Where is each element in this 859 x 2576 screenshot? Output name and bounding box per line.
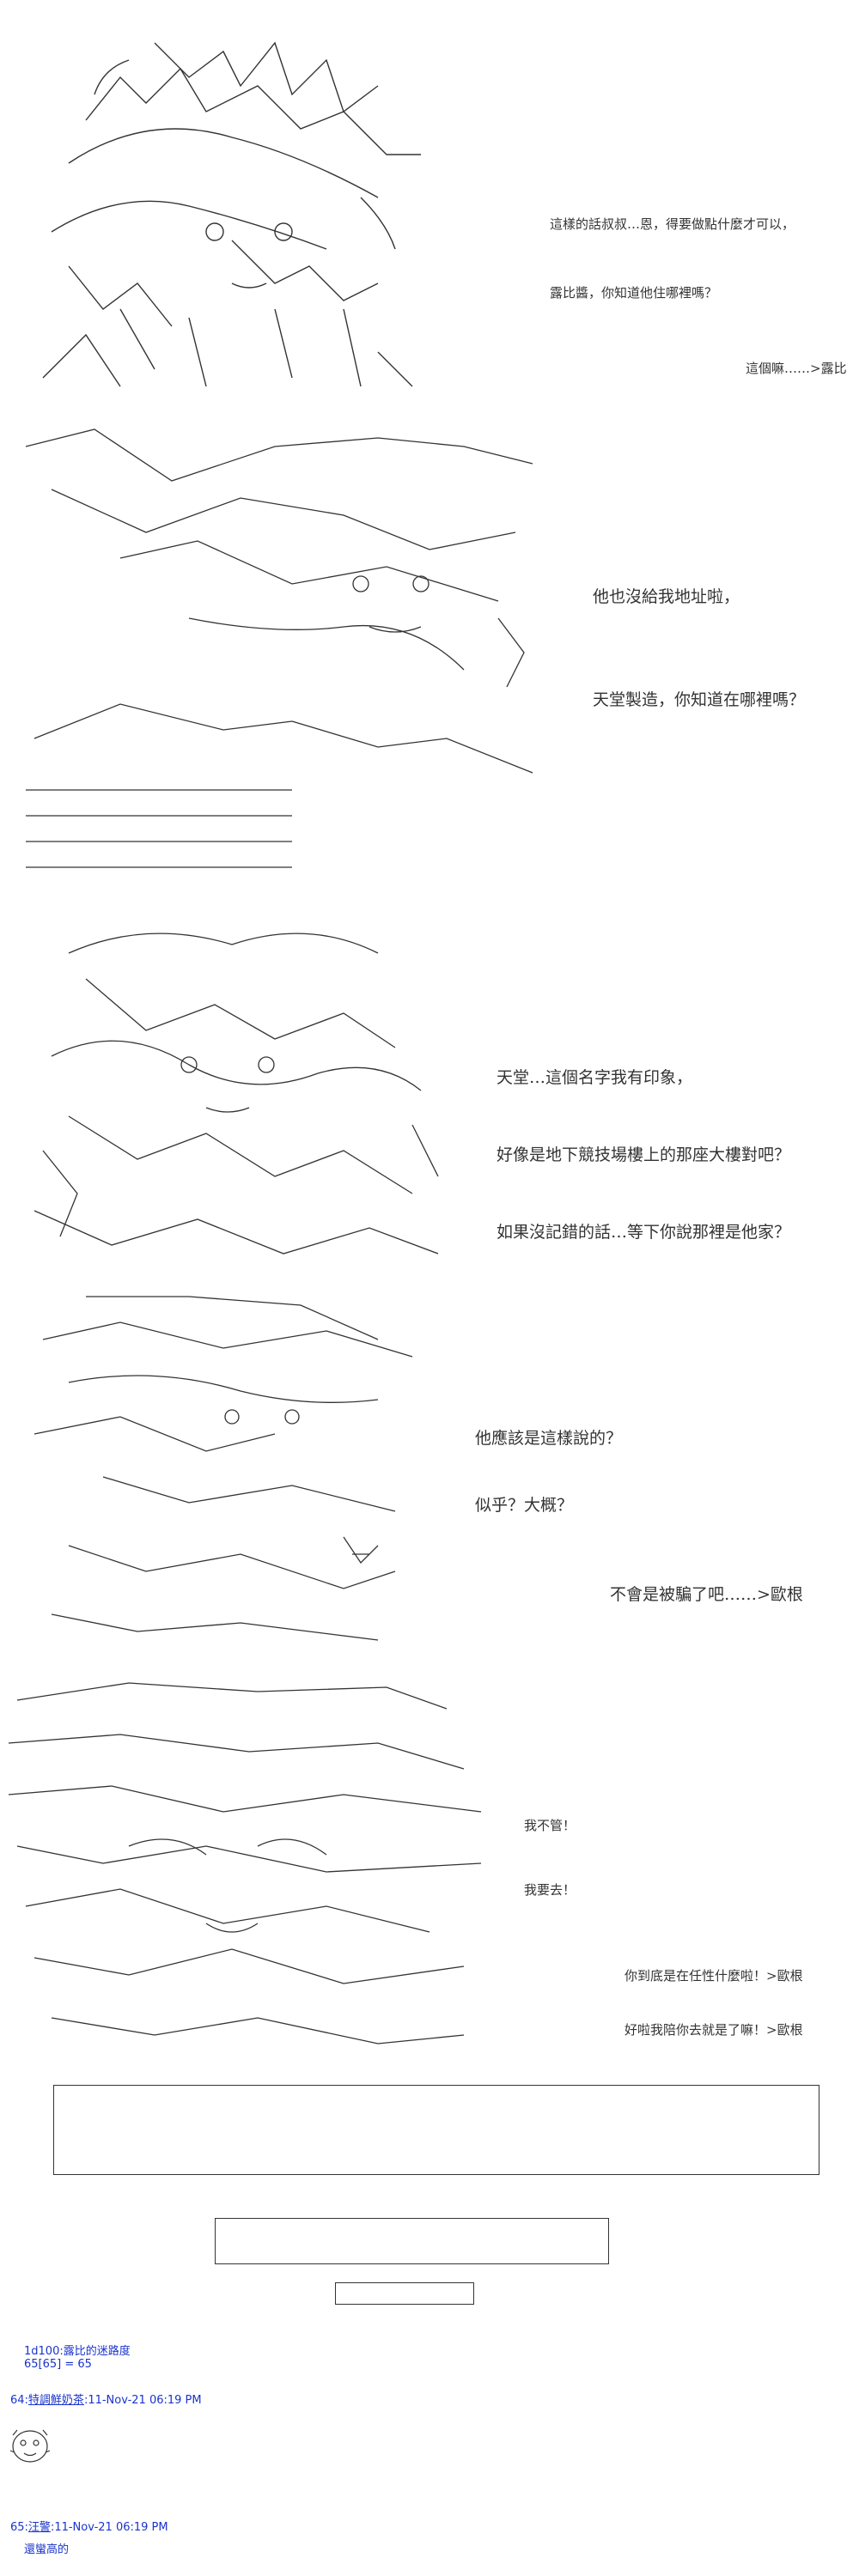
dialogue-line-4: 好啦我陪你去就是了嘛！>歐根 bbox=[624, 2022, 803, 2038]
empty-box-small bbox=[335, 2282, 474, 2305]
dialogue-line-1: 這樣的話叔叔…恩，得要做點什麼才可以， bbox=[550, 216, 795, 232]
character-art-embrace bbox=[17, 412, 550, 893]
dialogue-line-1: 他也沒給我地址啦， bbox=[593, 587, 740, 606]
dialogue-line-2: 好像是地下競技場樓上的那座大樓對吧？ bbox=[497, 1145, 791, 1164]
comment-65-header: 65:汪警:11-Nov-21 06:19 PM bbox=[10, 2518, 168, 2534]
dialogue-line-1: 天堂…這個名字我有印象， bbox=[497, 1068, 693, 1087]
dialogue-line-3: 如果沒記錯的話…等下你說那裡是他家？ bbox=[497, 1223, 791, 1242]
empty-box-medium bbox=[215, 2218, 609, 2264]
character-art-ruby-thinking bbox=[17, 1288, 421, 1649]
dialogue-line-2: 露比醬，你知道他住哪裡嗎？ bbox=[550, 285, 718, 301]
dice-label: 1d100:露比的迷路度 bbox=[24, 2345, 131, 2358]
comment-number: 65: bbox=[10, 2521, 28, 2534]
character-art-eugen bbox=[17, 919, 447, 1262]
dialogue-line-1: 我不管！ bbox=[524, 1818, 576, 1833]
comment-65-text: 還蠻高的 bbox=[24, 2543, 70, 2556]
comment-number: 64: bbox=[10, 2394, 28, 2407]
dialogue-line-3: 不會是被騙了吧……>歐根 bbox=[610, 1585, 803, 1604]
dice-result: 65[65] = 65 bbox=[24, 2358, 92, 2371]
dialogue-line-2: 我要去！ bbox=[524, 1882, 576, 1898]
character-art-ruby bbox=[17, 26, 498, 404]
panel-3: 天堂…這個名字我有印象， 好像是地下競技場樓上的那座大樓對吧？ 如果沒記錯的話…… bbox=[0, 910, 859, 1271]
comment-64-header: 64:特調鮮奶茶:11-Nov-21 06:19 PM bbox=[10, 2391, 202, 2407]
panel-1: 這樣的話叔叔…恩，得要做點什麼才可以， 露比醬，你知道他住哪裡嗎？ 這個嘛……>… bbox=[0, 26, 859, 404]
panel-5: 我不管！ 我要去！ 你到底是在任性什麼啦！>歐根 好啦我陪你去就是了嘛！>歐根 bbox=[0, 1666, 859, 2078]
dialogue-line-2: 天堂製造，你知道在哪裡嗎？ bbox=[593, 690, 806, 709]
dialogue-line-2: 似乎？大概？ bbox=[475, 1496, 574, 1515]
comment-user-link[interactable]: 汪警 bbox=[27, 2521, 51, 2534]
dialogue-line-3: 你到底是在任性什麼啦！>歐根 bbox=[624, 1968, 803, 1984]
comment-doodle-face bbox=[9, 2425, 52, 2468]
dialogue-line-3: 這個嘛……>露比 bbox=[746, 361, 847, 376]
comment-time: :11-Nov-21 06:19 PM bbox=[50, 2521, 168, 2534]
panel-4: 他應該是這樣說的？ 似乎？大概？ 不會是被騙了吧……>歐根 bbox=[0, 1271, 859, 1666]
dialogue-line-1: 他應該是這樣說的？ bbox=[475, 1429, 623, 1448]
comment-time: :11-Nov-21 06:19 PM bbox=[83, 2394, 202, 2407]
comment-user-link[interactable]: 特調鮮奶茶 bbox=[27, 2394, 84, 2407]
empty-box-large bbox=[53, 2085, 819, 2175]
character-art-tantrum bbox=[0, 1674, 498, 2069]
panel-2: 他也沒給我地址啦， 天堂製造，你知道在哪裡嗎？ bbox=[0, 404, 859, 910]
